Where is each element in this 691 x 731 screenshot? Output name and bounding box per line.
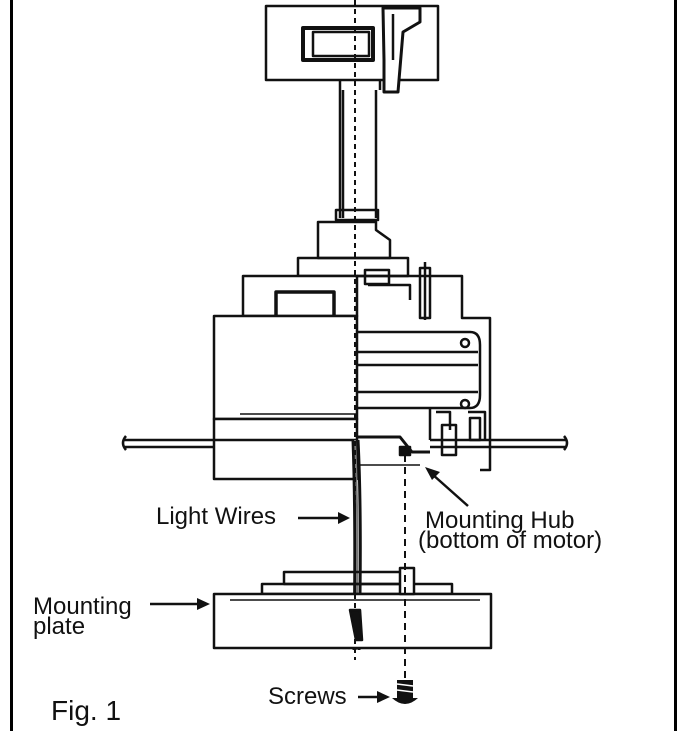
mounting-plate [212,566,493,650]
blade-arm-right [430,435,569,451]
motor-housing [212,274,359,481]
canopy [264,4,440,94]
mounting-plate-sublabel: plate [33,613,86,640]
mounting-hub-sublabel: (bottom of motor) [418,527,603,554]
blade-arm-left [121,435,214,451]
figure-caption: Fig. 1 [51,695,122,726]
screw-icon [392,680,418,704]
mounting-hub [357,435,430,466]
figure-frame [10,0,677,731]
mounting-hub-label: Mounting Hub [425,507,575,534]
screws-label: Screws [268,683,347,710]
mounting-plate-label: Mounting [33,593,132,620]
motor-collar [296,220,410,278]
downrod [334,90,380,222]
arrow-mounting-hub [431,473,469,507]
motor-cutaway [357,262,492,472]
light-wires-label: Light Wires [156,503,277,530]
